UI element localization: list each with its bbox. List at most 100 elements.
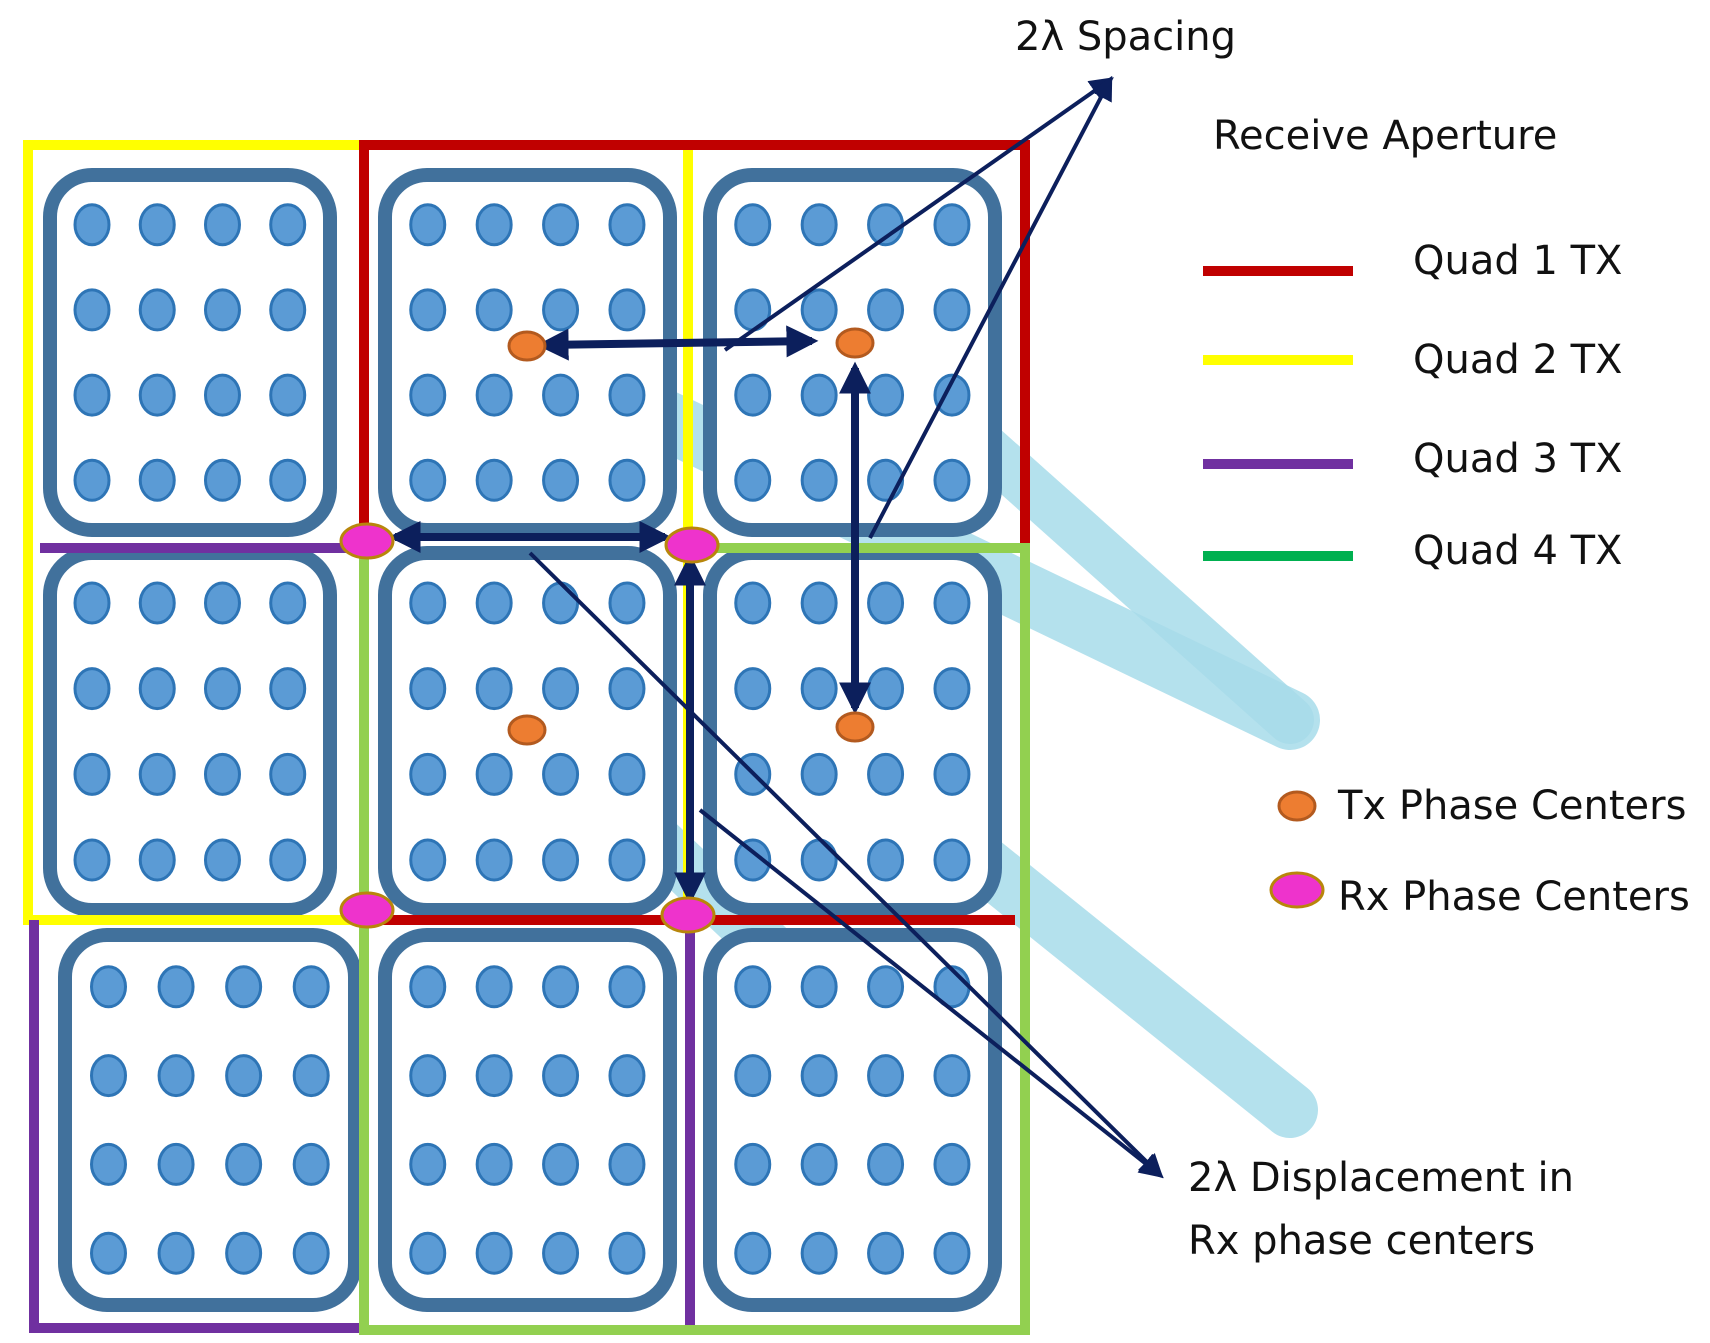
antenna-element — [409, 288, 447, 332]
antenna-element — [475, 1231, 513, 1275]
antenna-element — [203, 752, 241, 796]
antenna-element — [800, 838, 838, 882]
antenna-element — [800, 1231, 838, 1275]
quad4-outline — [359, 543, 1030, 1335]
antenna-element — [409, 752, 447, 796]
antenna-element — [409, 581, 447, 625]
antenna-element — [475, 667, 513, 711]
antenna-element — [608, 1142, 646, 1186]
rx-phase-center — [660, 896, 716, 934]
legend-tx-label: Tx Phase Centers — [1338, 783, 1687, 829]
antenna-element — [475, 1142, 513, 1186]
antenna-element — [542, 1142, 580, 1186]
antenna-element — [269, 373, 307, 417]
antenna-element — [608, 752, 646, 796]
antenna-element — [475, 203, 513, 247]
antenna-element — [157, 965, 195, 1009]
legend-quad4-line — [1203, 551, 1353, 561]
antenna-element — [867, 458, 905, 502]
antenna-element — [203, 838, 241, 882]
antenna-element — [269, 838, 307, 882]
antenna-element — [933, 838, 971, 882]
spacing-pointer-1 — [723, 77, 1114, 352]
antenna-element — [138, 373, 176, 417]
antenna-element — [269, 581, 307, 625]
antenna-element — [800, 373, 838, 417]
antenna-element — [90, 1054, 127, 1098]
antenna-element — [734, 1054, 772, 1098]
antenna-element — [867, 288, 905, 332]
antenna-element — [225, 965, 263, 1009]
antenna-element — [542, 373, 580, 417]
antenna-element — [292, 1142, 330, 1186]
antenna-element — [225, 1231, 263, 1275]
antenna-element — [867, 1054, 905, 1098]
antenna-element — [867, 1231, 905, 1275]
antenna-element — [734, 458, 772, 502]
rx-phase-center — [339, 891, 395, 929]
tx-phase-center — [835, 327, 875, 359]
antenna-element — [800, 203, 838, 247]
antenna-element — [542, 203, 580, 247]
antenna-element — [800, 965, 838, 1009]
antenna-element — [608, 373, 646, 417]
antenna-element — [542, 1231, 580, 1275]
arrows — [388, 75, 1164, 1179]
antenna-element — [73, 203, 111, 247]
antenna-element — [138, 667, 176, 711]
antenna-element — [475, 288, 513, 332]
antenna-element — [542, 838, 580, 882]
antenna-element — [138, 203, 176, 247]
legend-rx-label: Rx Phase Centers — [1338, 874, 1690, 920]
antenna-element — [867, 752, 905, 796]
antenna-element — [734, 581, 772, 625]
antenna-element — [608, 965, 646, 1009]
antenna-element — [933, 458, 971, 502]
antenna-element — [867, 667, 905, 711]
array-tile — [43, 168, 337, 537]
antenna-element — [409, 667, 447, 711]
antenna-element — [409, 458, 447, 502]
legend-quad2-line — [1203, 355, 1353, 365]
antenna-element — [475, 581, 513, 625]
antenna-element — [608, 458, 646, 502]
antenna-element — [867, 373, 905, 417]
antenna-element — [734, 373, 772, 417]
antenna-element — [608, 1231, 646, 1275]
antenna-element — [203, 581, 241, 625]
antenna-element — [203, 667, 241, 711]
antenna-element — [608, 1054, 646, 1098]
antenna-element — [225, 1054, 263, 1098]
antenna-element — [73, 752, 111, 796]
rx-phase-center — [339, 522, 395, 560]
antenna-element — [608, 203, 646, 247]
antenna-element — [73, 458, 111, 502]
antenna-element — [475, 838, 513, 882]
antenna-element — [409, 838, 447, 882]
legend-quad4-label: Quad 4 TX — [1413, 528, 1623, 574]
antenna-element — [225, 1142, 263, 1186]
antenna-element — [734, 838, 772, 882]
antenna-element — [933, 1231, 971, 1275]
antenna-element — [800, 288, 838, 332]
quad1-outline — [359, 140, 1030, 545]
antenna-element — [157, 1054, 195, 1098]
antenna-element — [734, 667, 772, 711]
quad2-outline — [23, 140, 364, 925]
antenna-element — [203, 458, 241, 502]
antenna-element — [90, 965, 127, 1009]
spacing-annotation: 2λ Spacing — [1015, 14, 1236, 60]
antenna-element — [409, 203, 447, 247]
antenna-element — [409, 965, 447, 1009]
antenna-element — [608, 288, 646, 332]
antenna-element — [73, 288, 111, 332]
antenna-element — [608, 581, 646, 625]
spacing-pointer-2 — [868, 75, 1113, 539]
antenna-element — [867, 838, 905, 882]
antenna-element — [734, 203, 772, 247]
antenna-element — [475, 752, 513, 796]
antenna-element — [157, 1231, 195, 1275]
quad3-outline — [29, 543, 364, 1333]
tx-phase-center — [507, 714, 547, 746]
legend-markers — [1269, 790, 1325, 909]
